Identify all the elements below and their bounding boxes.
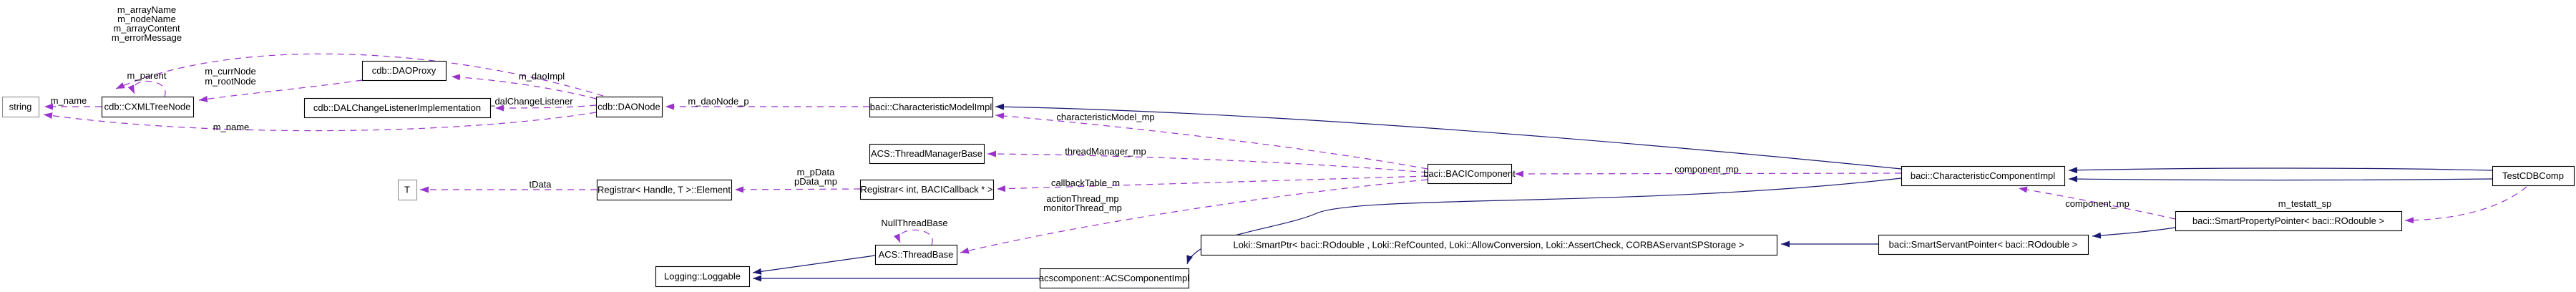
class-box-dao-node[interactable] (595, 96, 663, 118)
class-node-thread-manager-base[interactable]: ACS::ThreadManagerBase (869, 143, 985, 165)
class-node-loggable[interactable]: Logging::Loggable (655, 266, 751, 288)
edge-usage-dao-node-to-string (115, 53, 604, 97)
class-box-baci-component[interactable] (1427, 163, 1513, 185)
edge-label: m_nodeName (117, 14, 176, 24)
edge-inheritance-smart-property-pointer-to-smart-servant-pointer (2092, 227, 2176, 239)
class-box-registrar-int-bacicallback[interactable] (859, 179, 995, 200)
edge-label: m_rootNode (205, 76, 256, 87)
edge-usage-dao-node-to-dal-change-listener-impl (494, 104, 597, 112)
edge-label: component_mp (1674, 164, 1739, 175)
class-box-dal-change-listener-impl[interactable] (303, 97, 492, 119)
edge-usage-baci-component-to-registrar-int-bacicallback (996, 175, 1428, 193)
edge-label: threadManager_mp (1065, 146, 1146, 157)
edge-label: NullThreadBase (881, 218, 947, 228)
class-box-thread-base[interactable] (874, 244, 958, 266)
edge-layer: m_arrayNamem_nodeNamem_arrayContentm_err… (43, 4, 2527, 282)
edge-inheritance-characteristic-component-impl-to-characteristic-model-impl (995, 103, 1902, 170)
class-node-cxml-tree-node[interactable]: cdb::CXMLTreeNode (101, 96, 195, 118)
edge-label: actionThread_mp (1046, 193, 1118, 204)
class-node-registrar-int-bacicallback[interactable]: Registrar< int, BACICallback * > (859, 179, 995, 200)
class-node-thread-base[interactable]: ACS::ThreadBase (874, 244, 958, 266)
class-box-string[interactable] (1, 96, 40, 118)
edge-label: component_mp (2065, 198, 2129, 209)
class-node-acs-component-impl[interactable]: acscomponent::ACSComponentImpl (1039, 268, 1190, 289)
class-box-loki-smart-ptr[interactable] (1200, 234, 1778, 256)
edge-label: callbackTable_m (1051, 177, 1120, 188)
edge-usage-baci-component-to-thread-manager-base (987, 150, 1428, 173)
class-node-dao-node[interactable]: cdb::DAONode (595, 96, 663, 118)
edge-label: m_dalChangeListener (482, 96, 573, 107)
class-node-characteristic-model-impl[interactable]: baci::CharacteristicModelImpl (869, 97, 994, 118)
edge-inheritance-test-cdb-comp-to-characteristic-component-impl (2068, 175, 2493, 182)
class-node-t[interactable]: T (397, 179, 418, 201)
class-box-smart-servant-pointer[interactable] (1878, 234, 2089, 256)
edge-usage-dao-node-to-string (43, 112, 597, 132)
edge-label: m_arrayContent (113, 23, 180, 34)
class-node-loki-smart-ptr[interactable]: Loki::SmartPtr< baci::ROdouble , Loki::R… (1200, 234, 1778, 256)
edge-inheritance-test-cdb-comp-to-characteristic-component-impl (2068, 167, 2493, 174)
edge-usage-dao-proxy-to-cxml-tree-node (198, 79, 363, 102)
class-box-acs-component-impl[interactable] (1039, 268, 1190, 289)
class-box-loggable[interactable] (655, 266, 751, 288)
edge-label: m_pData (797, 167, 836, 177)
class-node-characteristic-component-impl[interactable]: baci::CharacteristicComponentImpl (1901, 165, 2066, 187)
class-box-smart-property-pointer[interactable] (2175, 210, 2403, 232)
class-node-smart-servant-pointer[interactable]: baci::SmartServantPointer< baci::ROdoubl… (1878, 234, 2089, 256)
class-node-dao-proxy[interactable]: cdb::DAOProxy (361, 60, 447, 82)
class-box-dao-proxy[interactable] (361, 60, 447, 82)
edge-label: m_name (51, 95, 87, 106)
class-box-thread-manager-base[interactable] (869, 143, 985, 165)
class-node-test-cdb-comp[interactable]: TestCDBComp (2492, 165, 2575, 187)
edge-label: m_parent (127, 70, 167, 81)
edge-usage-test-cdb-comp-to-smart-property-pointer (2404, 186, 2527, 224)
edge-label: m_currNode (205, 66, 256, 77)
edge-usage-thread-base-to-thread-base (894, 229, 933, 245)
class-box-characteristic-model-impl[interactable] (869, 97, 994, 118)
class-node-string[interactable]: string (1, 96, 40, 118)
edge-usage-characteristic-component-impl-to-baci-component (1514, 170, 1902, 177)
edge-usage-registrar-int-bacicallback-to-registrar-element (734, 186, 861, 193)
edge-label: m_name (213, 122, 250, 132)
class-node-baci-component[interactable]: baci::BACIComponent (1423, 163, 1516, 185)
edge-inheritance-thread-base-to-loggable (752, 255, 876, 275)
class-box-characteristic-component-impl[interactable] (1901, 165, 2066, 187)
class-node-registrar-element[interactable]: Registrar< Handle, T >::Element (596, 179, 733, 201)
edge-usage-baci-component-to-thread-base (960, 179, 1428, 254)
edge-label: m_daoImpl (519, 71, 565, 82)
edge-label: pData_mp (794, 176, 837, 187)
edge-usage-baci-component-to-characteristic-model-impl (995, 112, 1428, 170)
node-layer: string cdb::CXMLTreeNode cdb::DAOProxycdb:… (1, 60, 2575, 289)
edge-usage-dao-node-to-dao-proxy (451, 74, 597, 99)
class-node-smart-property-pointer[interactable]: baci::SmartPropertyPointer< baci::ROdoub… (2175, 210, 2403, 232)
edge-label: m_daoNode_p (688, 96, 748, 107)
class-box-registrar-element[interactable] (596, 179, 733, 201)
class-box-t[interactable] (397, 179, 418, 201)
edge-usage-cxml-tree-node-to-cxml-tree-node (127, 80, 166, 97)
class-node-dal-change-listener-impl[interactable]: cdb::DALChangeListenerImplementation (303, 97, 492, 119)
class-box-test-cdb-comp (2492, 165, 2575, 187)
edge-label: monitorThread_mp (1043, 203, 1122, 213)
class-box-cxml-tree-node[interactable] (101, 96, 195, 118)
edge-label: characteristicModel_mp (1056, 112, 1154, 122)
edge-label: m_testatt_sp (2278, 198, 2331, 209)
edge-label: m_errorMessage (112, 32, 182, 43)
edge-label: tData (529, 179, 552, 190)
edge-label: m_arrayName (117, 4, 176, 15)
